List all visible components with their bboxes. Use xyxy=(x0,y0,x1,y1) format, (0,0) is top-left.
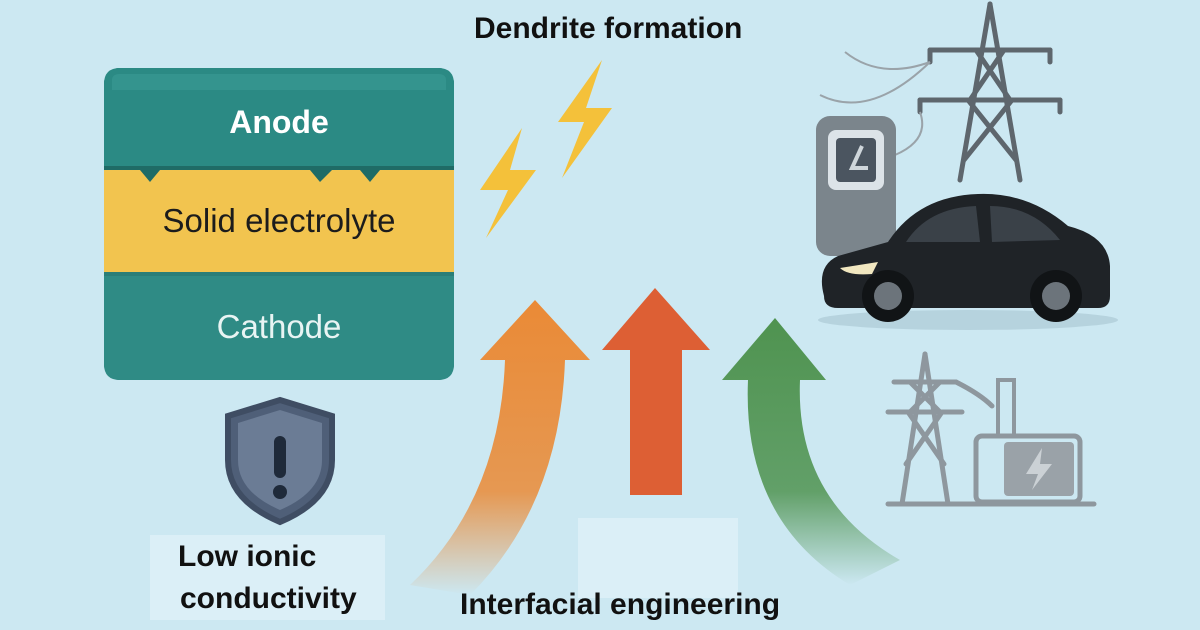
power-tower-icon xyxy=(917,1,1063,183)
anode-label: Anode xyxy=(229,104,329,140)
cathode-border xyxy=(104,272,454,276)
anode-layer xyxy=(104,68,454,170)
cathode-label: Cathode xyxy=(216,308,342,345)
low-ionic-conductivity-label-line1: Low ionic xyxy=(178,540,317,573)
label-backdrop-left xyxy=(150,535,385,620)
charging-station-icon xyxy=(816,116,896,256)
warning-shield-icon xyxy=(225,396,335,526)
power-plant-icon xyxy=(885,351,1097,507)
electric-car-icon xyxy=(818,193,1118,330)
dendrite-formation-label: Dendrite formation xyxy=(474,12,743,45)
orange-arrow xyxy=(410,300,590,595)
anode-top-highlight xyxy=(112,74,446,90)
red-arrow xyxy=(602,288,710,495)
label-backdrop-center xyxy=(578,518,738,598)
low-ionic-conductivity-label-line2: conductivity xyxy=(180,582,357,615)
cathode-layer xyxy=(104,272,454,380)
dendrite-interface xyxy=(104,166,454,182)
lightning-bolt-lower xyxy=(480,128,536,238)
interfacial-engineering-label: Interfacial engineering xyxy=(460,588,781,621)
lightning-bolt-upper xyxy=(558,60,612,178)
green-arrow xyxy=(722,318,900,585)
electrolyte-layer xyxy=(104,170,454,272)
electrolyte-label: Solid electrolyte xyxy=(162,202,396,239)
